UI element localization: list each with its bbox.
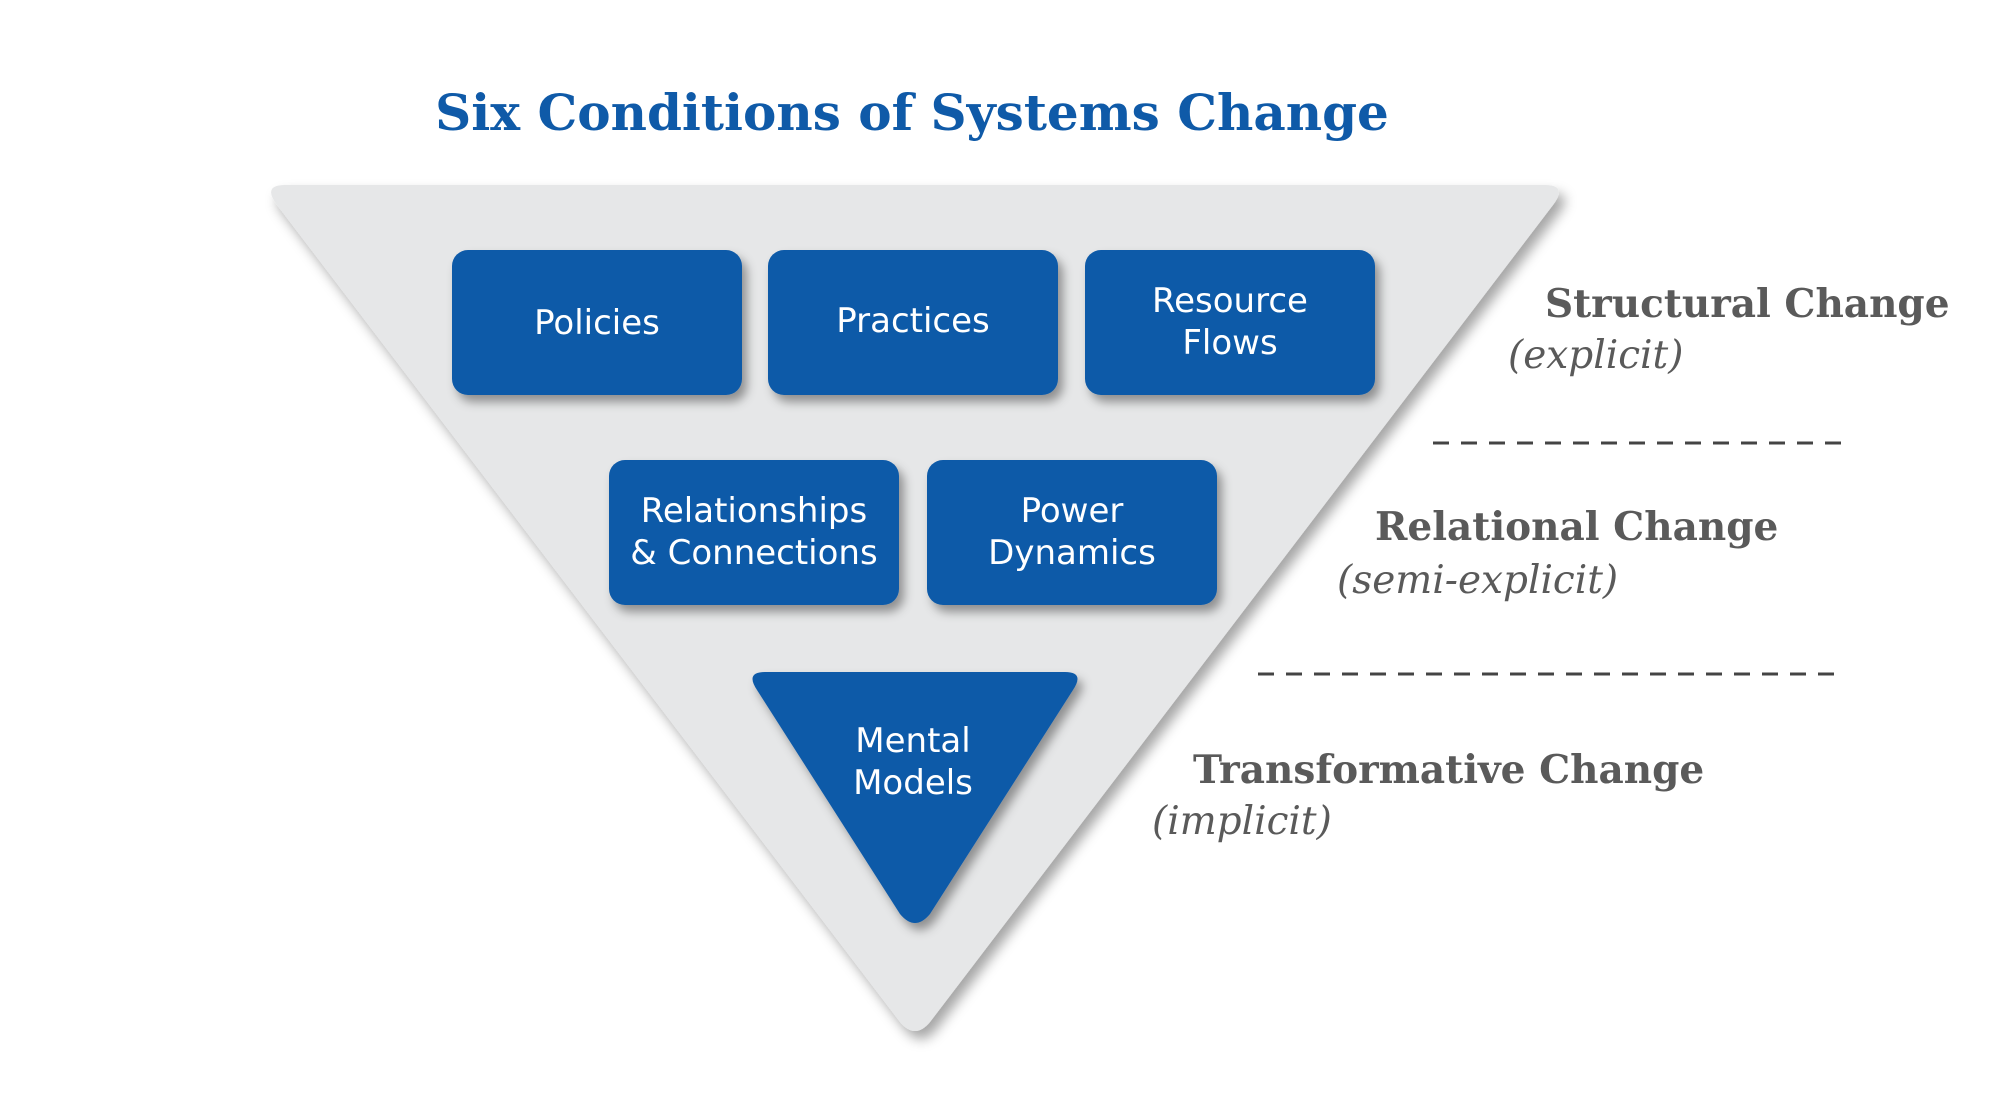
power-dynamics-label-line1: Power	[1021, 491, 1124, 531]
outer-triangle	[271, 185, 1559, 1031]
relational-change-subtitle: (semi-explicit)	[1337, 558, 1618, 603]
power-dynamics-label-line2: Dynamics	[988, 533, 1156, 573]
structural-change-subtitle: (explicit)	[1508, 333, 1683, 378]
relational-change-title: Relational Change	[1375, 504, 1778, 550]
resource-flows-label-line1: Resource	[1152, 281, 1308, 321]
condition-box-policies: Policies	[452, 250, 742, 395]
mental-models-label-line2: Models	[853, 763, 973, 803]
transformative-change-title: Transformative Change	[1193, 747, 1704, 793]
condition-box-practices: Practices	[768, 250, 1058, 395]
policies-label: Policies	[534, 303, 660, 343]
condition-triangle-mental-models: Mental Models	[752, 672, 1078, 923]
condition-box-relationships: Relationships & Connections	[609, 460, 899, 605]
relationships-label-line1: Relationships	[641, 491, 867, 531]
relationships-label-line2: & Connections	[630, 533, 877, 573]
transformative-change-subtitle: (implicit)	[1152, 799, 1332, 844]
diagram-title: Six Conditions of Systems Change	[435, 83, 1389, 142]
resource-flows-label-line2: Flows	[1182, 323, 1277, 363]
structural-change-title: Structural Change	[1545, 281, 1950, 327]
condition-box-power-dynamics: Power Dynamics	[927, 460, 1217, 605]
mental-models-label-line1: Mental	[855, 721, 970, 761]
practices-label: Practices	[836, 301, 990, 341]
condition-box-resource-flows: Resource Flows	[1085, 250, 1375, 395]
